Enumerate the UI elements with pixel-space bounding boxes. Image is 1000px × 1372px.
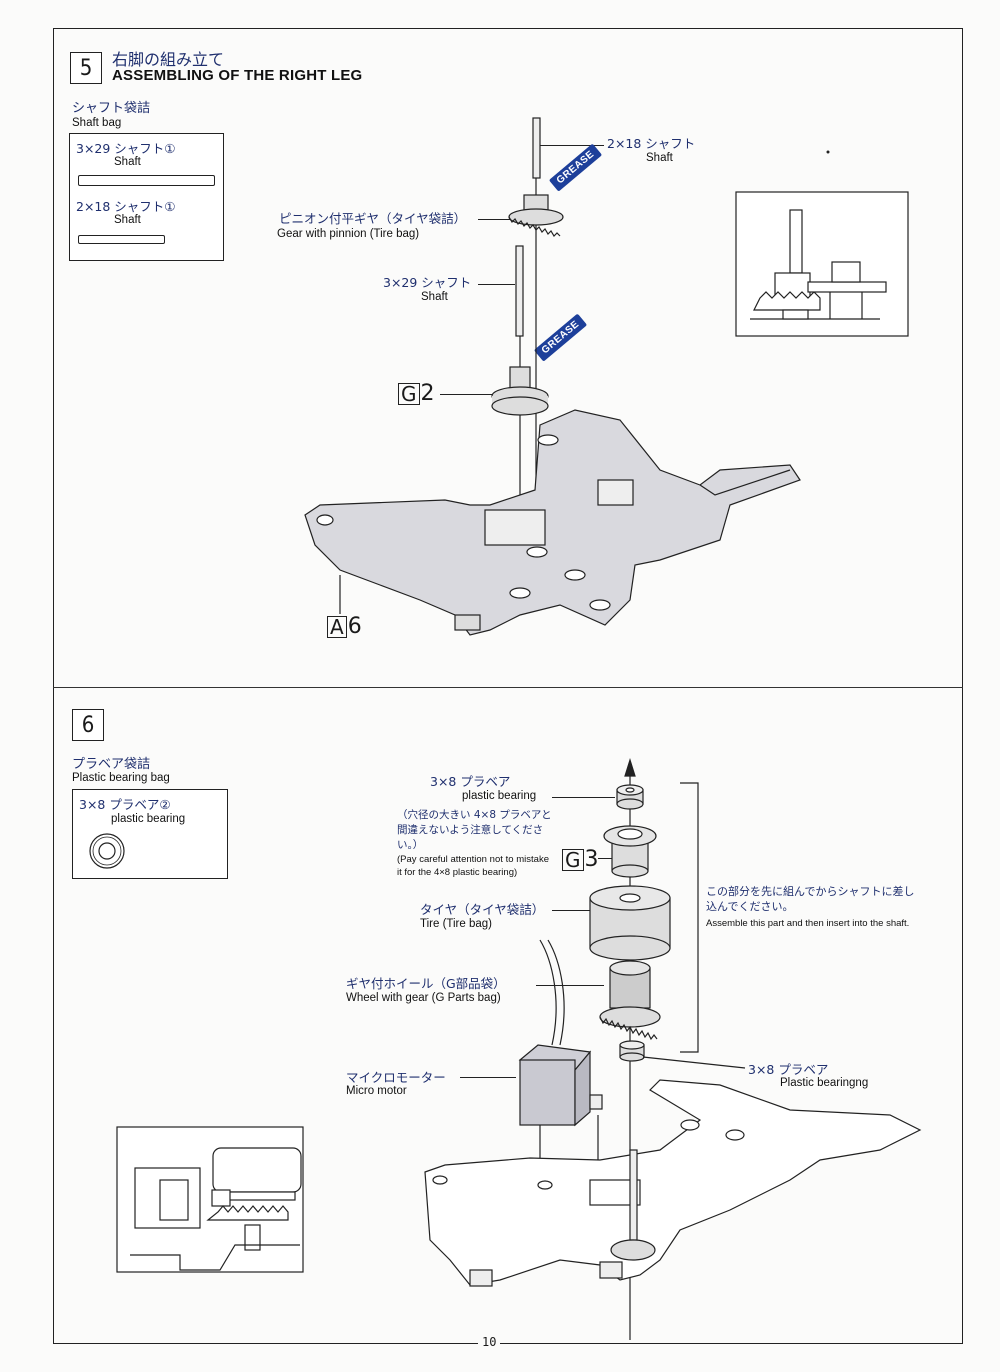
callout-shaft-3x29-jp: 3×29 シャフト [383, 275, 472, 290]
callout-shaft-2x18-jp: 2×18 シャフト [607, 136, 696, 151]
callout-bearing-top-en: plastic bearing [462, 790, 537, 802]
leader-line [478, 284, 515, 285]
bag-item-shaft-3x29-en: Shaft [114, 156, 141, 168]
part-code-number: 2 [420, 381, 435, 406]
section-divider [53, 687, 963, 688]
leader-line [536, 985, 604, 986]
callout-gear-jp: ピニオン付平ギヤ（タイヤ袋詰） [279, 211, 467, 226]
bag-item-shaft-2x18-jp: 2×18 シャフト① [76, 199, 176, 214]
page-number: 10 [478, 1335, 501, 1349]
callout-tire-en: Tire (Tire bag) [420, 918, 492, 930]
shaft-2x18-icon [78, 235, 165, 244]
step-5-title-en: ASSEMBLING OF THE RIGHT LEG [112, 67, 363, 84]
callout-gear-en: Gear with pinnion (Tire bag) [277, 228, 420, 240]
up-arrow-icon [624, 757, 636, 777]
bearing-bag-box: 3×8 プラベア② plastic bearing [72, 789, 228, 879]
bearing-3x8-bottom-part [619, 1040, 645, 1062]
shaft-bag-title-jp: シャフト袋詰 [72, 101, 151, 116]
bag-item-bearing-en: plastic bearing [111, 813, 186, 825]
callout-wheel-jp: ギヤ付ホイール（G部品袋） [346, 976, 506, 991]
leader-line [552, 910, 592, 911]
leader-line [598, 858, 614, 859]
callout-bearing-top-jp: 3×8 プラベア [430, 774, 511, 789]
part-code-number: 3 [584, 847, 599, 872]
part-code-letter: G [562, 848, 584, 871]
warning-note-jp: （穴径の大きい 4×8 プラベアと間違えないよう注意してください。） [397, 809, 552, 851]
callout-motor-en: Micro motor [346, 1085, 407, 1097]
step-5-title-jp: 右脚の組み立て [112, 50, 225, 69]
tire-part [589, 885, 671, 961]
part-code-number: 6 [347, 614, 362, 639]
wheel-with-gear-part [599, 960, 661, 1041]
subassembly-bracket [680, 782, 699, 1053]
leader-line [460, 1077, 516, 1078]
callout-tire-jp: タイヤ（タイヤ袋詰） [420, 902, 545, 917]
shaft-3x29-icon [78, 175, 215, 186]
micro-motor-part [518, 939, 603, 1225]
leader-line [440, 394, 496, 395]
callout-bearing-bottom-en: Plastic bearingng [780, 1077, 869, 1089]
callout-shaft-3x29-en: Shaft [421, 291, 448, 303]
chassis-part [424, 1079, 922, 1287]
plastic-bearing-icon [89, 833, 125, 869]
step-number-5: 5 [70, 52, 102, 84]
gear-mesh-inset [735, 191, 909, 337]
bag-item-bearing-jp: 3×8 プラベア② [79, 797, 171, 812]
callout-shaft-2x18-en: Shaft [646, 152, 673, 164]
assembly-note-en: Assemble this part and then insert into … [706, 918, 910, 929]
callout-motor-jp: マイクロモーター [346, 1070, 446, 1085]
bearing-bag-title-jp: プラベア袋詰 [72, 757, 151, 772]
assembly-note-jp: この部分を先に組んでからシャフトに差し込んでください。 [706, 885, 915, 913]
warning-note-en: (Pay careful attention not to mistake it… [397, 854, 549, 878]
g2-gear-part [491, 366, 549, 416]
part-code-letter: G [398, 382, 420, 405]
bag-item-shaft-3x29-jp: 3×29 シャフト① [76, 141, 176, 156]
chassis-part-a6 [304, 409, 801, 636]
step-number-6: 6 [72, 709, 104, 741]
shaft-bag-box: 3×29 シャフト① Shaft 2×18 シャフト① Shaft [69, 133, 224, 261]
page-frame [53, 28, 963, 1344]
leader-line [540, 145, 604, 146]
callout-bearing-bottom-jp: 3×8 プラベア [748, 1062, 829, 1077]
part-code-letter: A [327, 615, 347, 638]
right-leg-assembly-illustration [304, 117, 909, 636]
g3-bushing-part [603, 825, 657, 878]
part-code-a6: A 6 [327, 614, 362, 639]
bearing-3x8-top-part [616, 784, 644, 810]
part-code-g3: G 3 [562, 847, 599, 872]
bag-item-shaft-2x18-en: Shaft [114, 214, 141, 226]
leader-line [478, 219, 510, 220]
callout-wheel-en: Wheel with gear (G Parts bag) [346, 992, 501, 1004]
pinion-gear-part [508, 194, 564, 237]
part-code-g2: G 2 [398, 381, 435, 406]
shaft-bag-title-en: Shaft bag [72, 117, 122, 129]
leader-line [552, 797, 615, 798]
motor-gear-mesh-inset [116, 1126, 304, 1273]
bearing-bag-title-en: Plastic bearing bag [72, 772, 170, 784]
